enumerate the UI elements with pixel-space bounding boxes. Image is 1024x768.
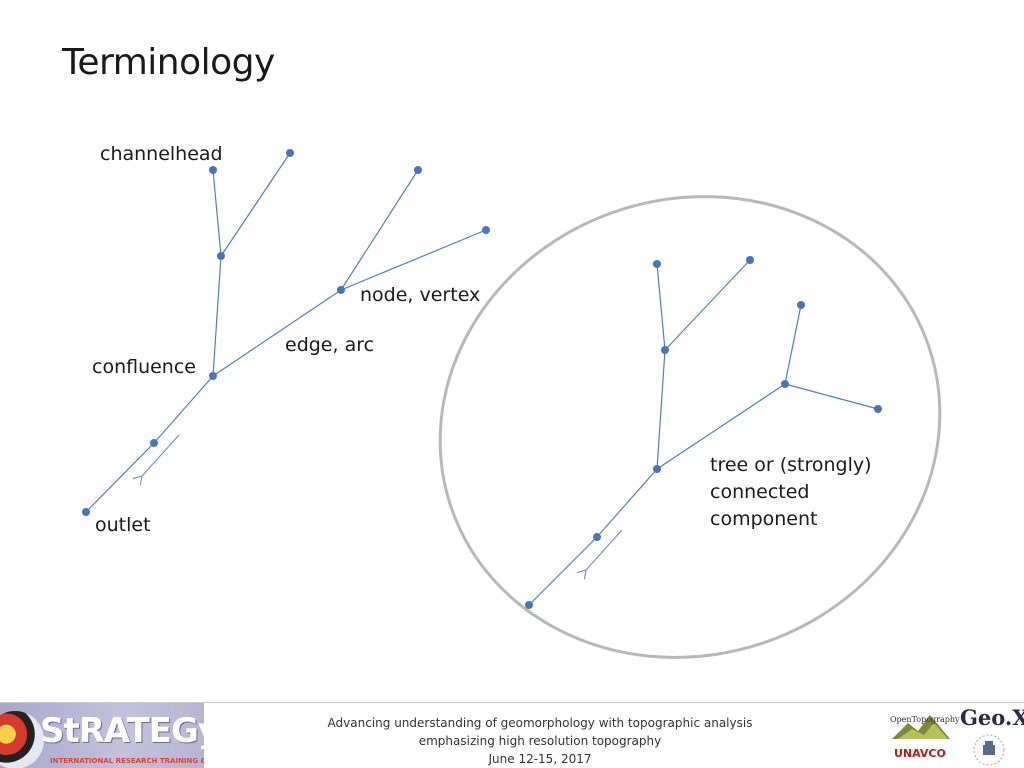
node <box>797 301 805 309</box>
network-diagram: channelhead node, vertex edge, arc confl… <box>82 143 942 659</box>
edge <box>212 255 222 377</box>
node-outlet <box>82 508 90 516</box>
node-channelhead <box>482 226 490 234</box>
node <box>746 256 754 264</box>
opentopography-text: OpenTopography <box>890 715 960 724</box>
node-channelhead <box>286 149 294 157</box>
edge <box>220 152 291 257</box>
footer-line-2: emphasizing high resolution topography <box>418 734 662 748</box>
globe-icon <box>0 711 44 768</box>
node-channelhead <box>414 166 422 174</box>
node <box>593 533 601 541</box>
flow-direction-arrow <box>132 434 180 486</box>
label-outlet: outlet <box>95 514 151 536</box>
node <box>217 252 225 260</box>
node <box>874 405 882 413</box>
label-tree-line3: component <box>710 508 818 530</box>
edge <box>212 289 342 377</box>
node-channelhead <box>209 166 217 174</box>
flow-direction-arrow <box>576 529 623 580</box>
node-vertex <box>337 286 345 294</box>
partner-logos: OpenTopography UNAVCO Geo.X <box>884 703 1024 768</box>
label-tree-line2: connected <box>710 481 810 503</box>
edge <box>212 169 222 257</box>
university-seal-icon <box>973 734 1005 766</box>
edge <box>656 383 786 470</box>
label-tree-component: tree or (strongly) connected component <box>710 454 878 530</box>
node <box>653 465 661 473</box>
footer-text: Advancing understanding of geomorphology… <box>290 714 790 768</box>
opentopography-logo: OpenTopography <box>890 709 960 743</box>
node <box>150 439 158 447</box>
unavco-logo: UNAVCO <box>894 747 946 760</box>
edge <box>340 169 419 291</box>
edge <box>340 229 487 291</box>
node <box>781 380 789 388</box>
footer-line-1: Advancing understanding of geomorphology… <box>327 716 753 730</box>
edge <box>85 442 155 513</box>
right-tree <box>525 256 882 609</box>
left-tree <box>82 149 490 516</box>
label-tree-line1: tree or (strongly) <box>710 454 872 476</box>
connected-component-ellipse <box>438 195 942 659</box>
strategy-subtitle: INTERNATIONAL RESEARCH TRAINING GROUP <box>50 757 204 765</box>
footer-divider <box>0 702 1024 703</box>
edge <box>664 259 751 351</box>
node-confluence <box>209 372 217 380</box>
geox-logo: Geo.X <box>960 705 1024 730</box>
edge <box>153 375 214 444</box>
mountain-icon <box>892 715 950 739</box>
strategy-logo: StRATEGy INTERNATIONAL RESEARCH TRAINING… <box>0 703 204 768</box>
strategy-wordmark: StRATEGy <box>40 711 204 751</box>
edge <box>596 468 658 538</box>
edge <box>528 536 598 606</box>
label-node-vertex: node, vertex <box>360 284 480 306</box>
node <box>661 346 669 354</box>
node <box>525 601 533 609</box>
label-confluence: confluence <box>92 356 196 378</box>
slide-title: Terminology <box>62 42 275 83</box>
label-channelhead: channelhead <box>100 143 223 165</box>
label-edge-arc: edge, arc <box>285 334 374 356</box>
edge <box>656 263 666 351</box>
edge <box>784 383 879 410</box>
edge <box>656 349 666 470</box>
footer-line-3: June 12-15, 2017 <box>488 752 592 766</box>
edge <box>784 304 802 385</box>
node <box>653 260 661 268</box>
